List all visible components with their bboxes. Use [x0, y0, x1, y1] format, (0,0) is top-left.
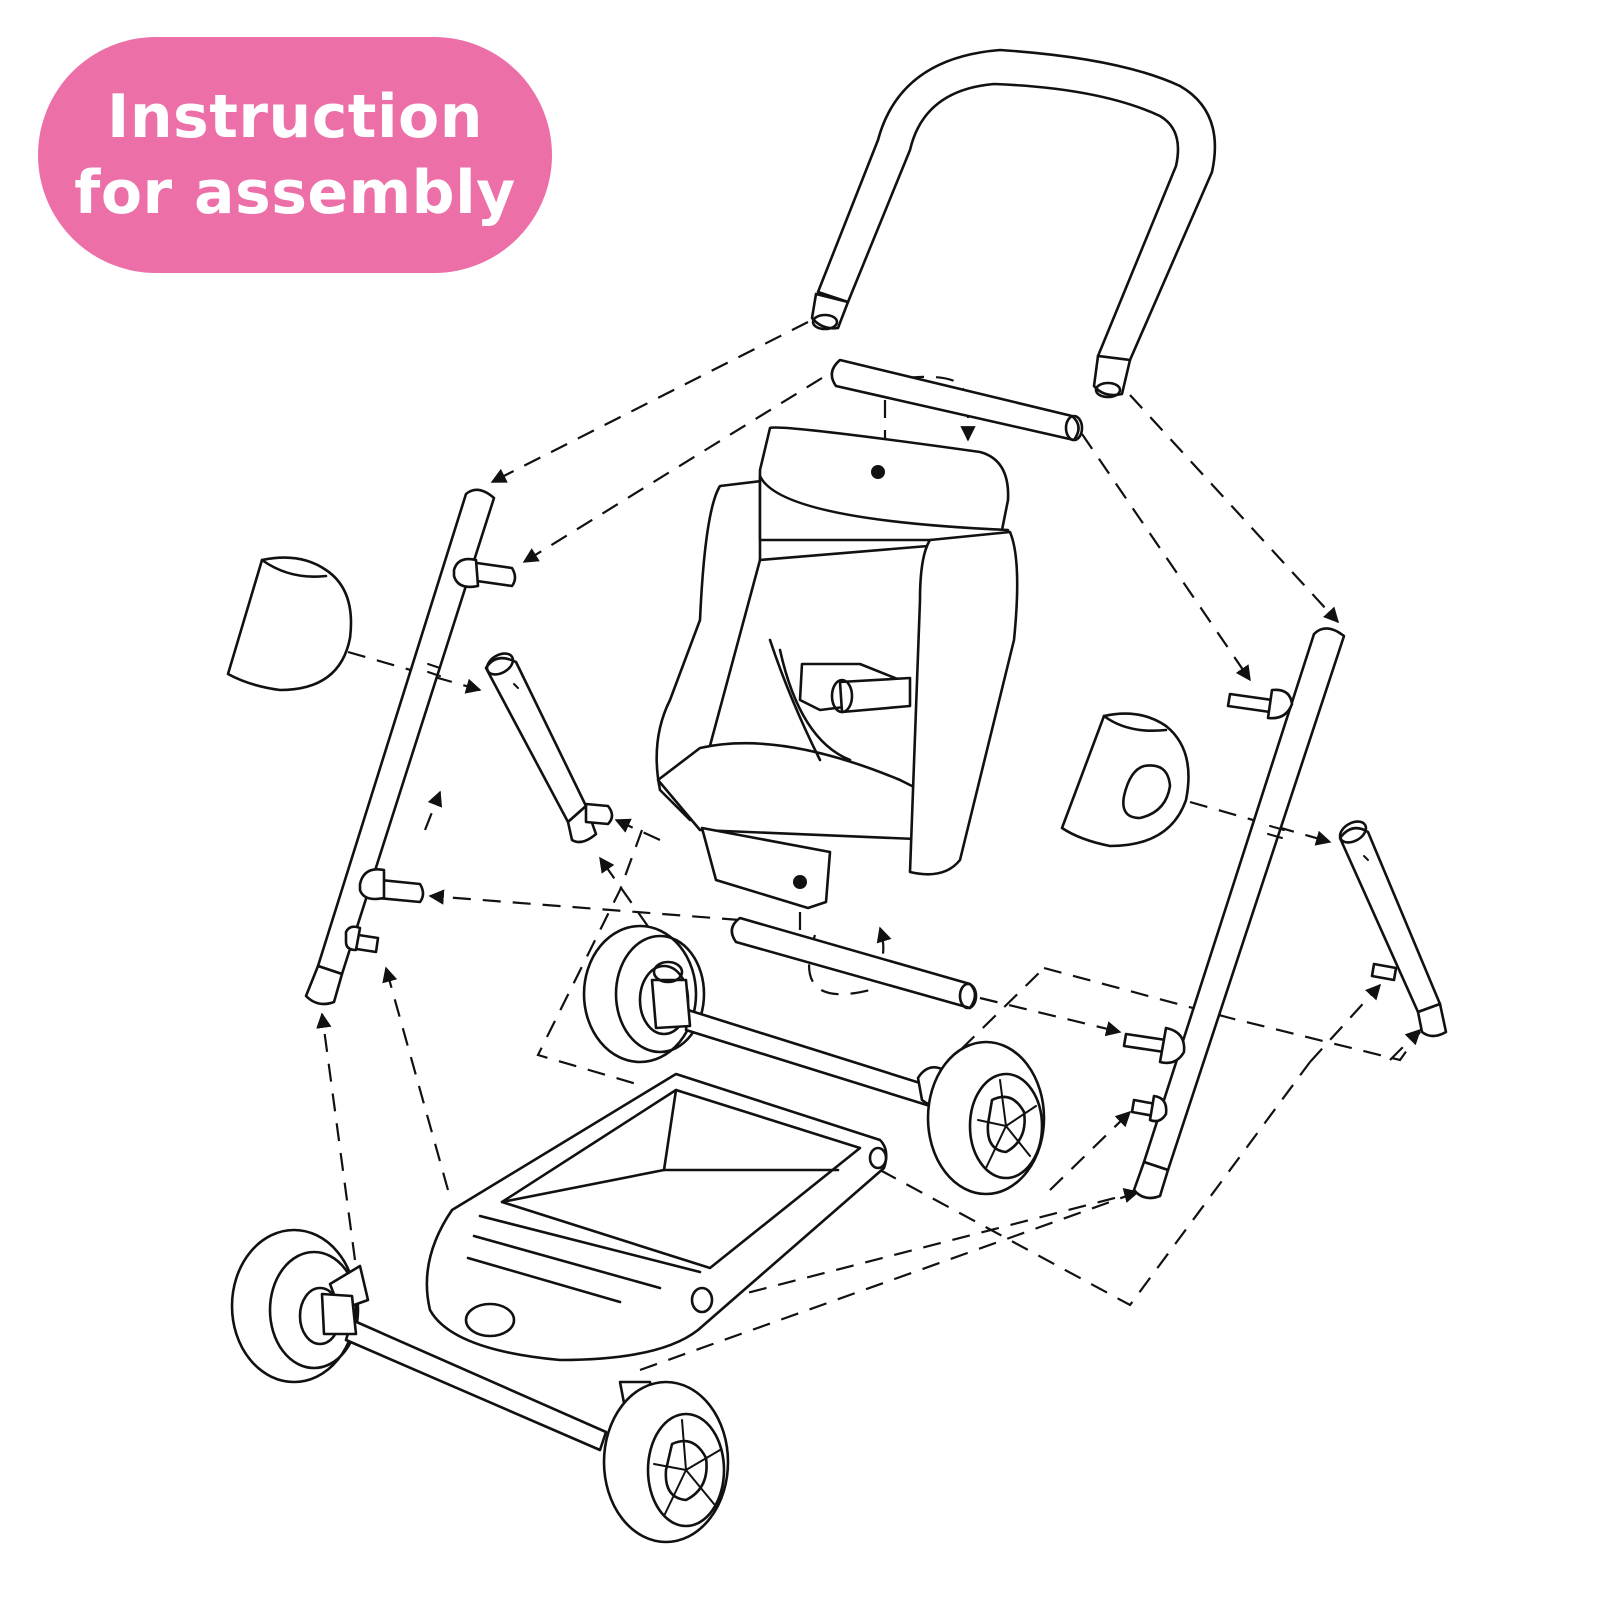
title-line-2: for assembly — [74, 158, 516, 228]
title-badge: Instruction for assembly — [38, 37, 552, 273]
left-hinge-clip — [226, 556, 353, 692]
middle-crossbar — [730, 916, 978, 1010]
front-wheel-axle — [582, 924, 1046, 1196]
top-crossbar — [830, 358, 1084, 442]
basket-base — [425, 1072, 888, 1362]
seat — [655, 426, 1019, 910]
left-strut-tube — [484, 652, 614, 844]
left-frame-post — [304, 488, 517, 1006]
handlebar — [810, 48, 1217, 399]
title-line-1: Instruction — [107, 82, 483, 152]
rear-wheel-axle — [230, 1228, 730, 1544]
right-frame-post — [1122, 627, 1346, 1200]
right-strut-tube — [1338, 820, 1448, 1038]
right-hinge-clip — [1060, 712, 1190, 848]
